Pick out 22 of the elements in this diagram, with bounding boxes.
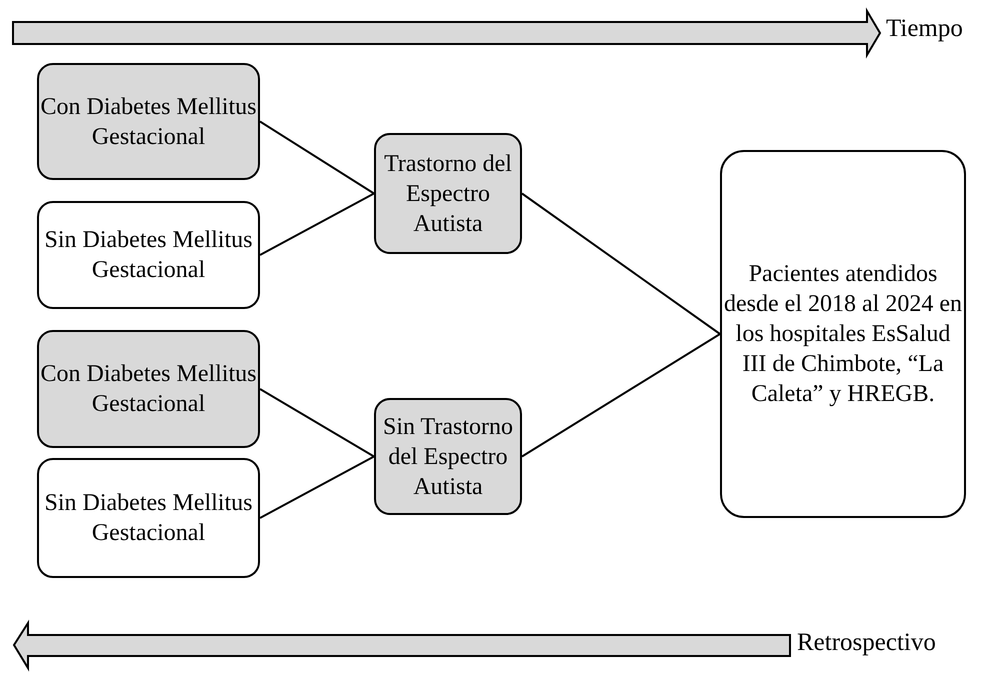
process-box	[374, 133, 522, 254]
axis-label: Retrospectivo	[797, 628, 936, 658]
box-text: Con Diabetes Mellitus Gestacional	[40, 92, 258, 152]
process-box	[37, 330, 260, 448]
process-box	[720, 150, 966, 518]
box-text: Sin Trastorno del Espectro Autista	[382, 412, 514, 502]
process-box	[374, 398, 522, 515]
box-text: Sin Diabetes Mellitus Gestacional	[44, 489, 254, 548]
connector-line	[259, 120, 375, 194]
process-box	[37, 63, 260, 180]
process-box	[37, 201, 260, 309]
box-text: Sin Diabetes Mellitus Gestacional	[44, 226, 254, 285]
process-box	[37, 458, 260, 578]
box-text: Pacientes atendidos desde el 2018 al 2024 en los hospitales EsSalud III de Chimbote, “La Caleta” y HREGB.	[723, 260, 963, 409]
box-text: Con Diabetes Mellitus Gestacional	[40, 360, 258, 419]
connector-line	[259, 388, 375, 458]
connector-line	[260, 456, 374, 519]
box-text: Trastorno del Espectro Autista	[383, 150, 513, 238]
connector-line	[521, 333, 721, 458]
connector-line	[260, 192, 374, 256]
connector-line	[521, 192, 721, 335]
axis-label: Tiempo	[886, 14, 963, 44]
